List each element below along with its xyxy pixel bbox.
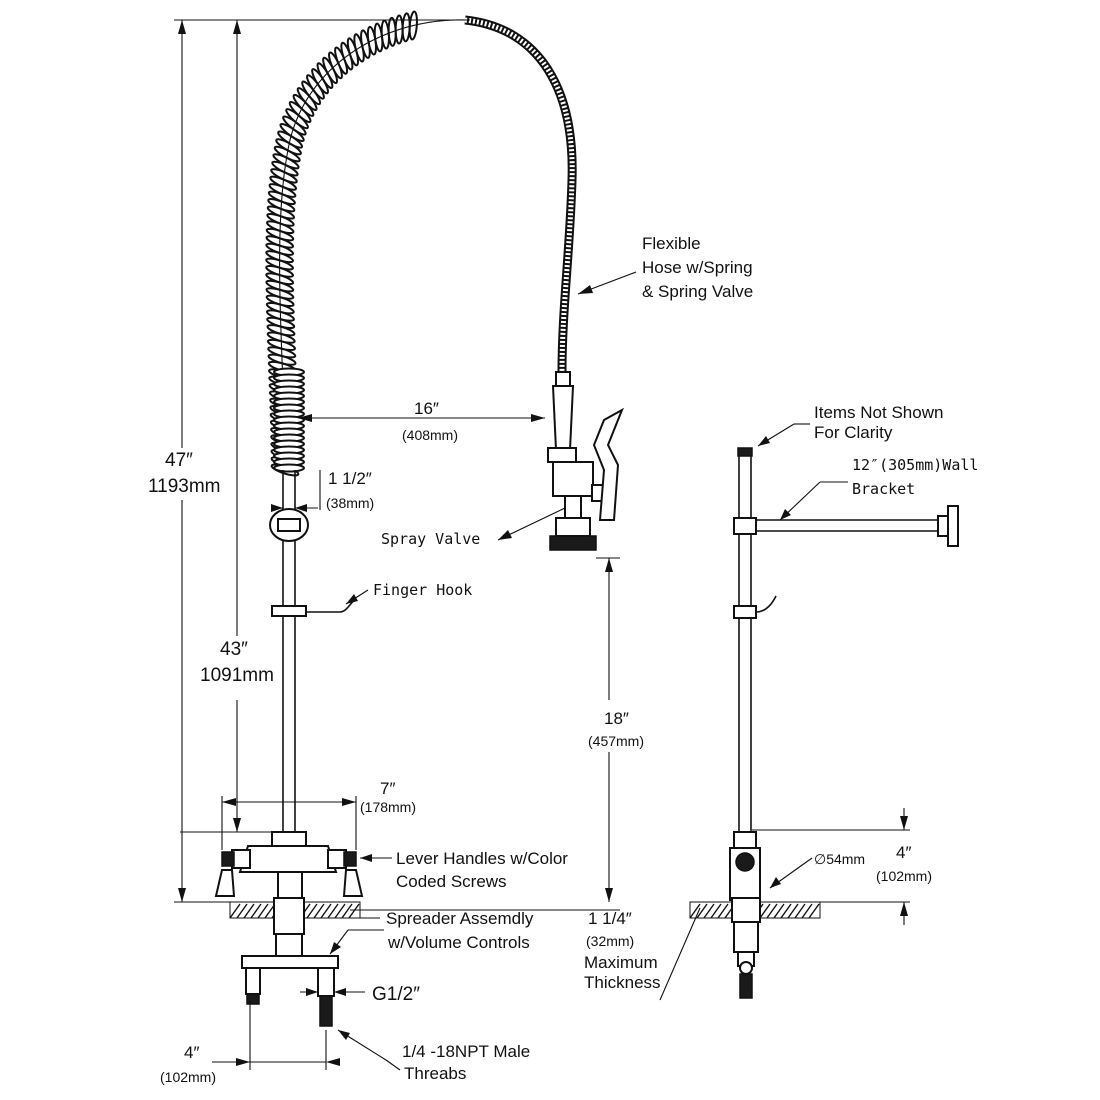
lever-label-1: Lever Handles w/Color	[396, 849, 568, 868]
valve-height-mm: (457mm)	[588, 733, 644, 749]
spreader-label-2: w/Volume Controls	[387, 933, 530, 952]
spray-valve-label: Spray Valve	[381, 530, 480, 548]
spring-wrap	[273, 463, 305, 473]
body-height-in: 4″	[896, 843, 911, 862]
side-wall-bracket	[756, 505, 959, 547]
arrowheads	[178, 20, 908, 1066]
lever-label-2: Coded Screws	[396, 872, 507, 891]
not-shown-label-1: Items Not Shown	[814, 403, 943, 422]
reach-in: 16″	[414, 399, 439, 418]
hatch-line	[773, 903, 785, 919]
leader-arrows	[330, 285, 791, 1040]
not-shown-label-2: For Clarity	[814, 423, 893, 442]
riser-height-in: 43″	[220, 639, 248, 660]
riser-dia-mm: (38mm)	[326, 495, 374, 511]
body-height-mm: (102mm)	[876, 868, 932, 884]
hatch-line	[348, 903, 360, 919]
hose-label-1: Flexible	[642, 234, 701, 253]
spread-in: 7″	[380, 779, 395, 798]
hatch-line	[801, 903, 813, 919]
inlet-label: G1/2″	[372, 984, 420, 1005]
finger-hook	[271, 597, 357, 617]
hatch-line	[320, 903, 332, 919]
threads-label-2: Threabs	[404, 1064, 466, 1083]
total-height-mm: 1193mm	[148, 476, 221, 497]
hatch-line	[306, 903, 318, 919]
hatch-line	[327, 903, 339, 919]
hatch-line	[229, 903, 241, 919]
side-riser	[733, 447, 777, 832]
dimension-lines	[174, 19, 910, 1070]
hatch-line	[703, 903, 715, 919]
hatch-line	[257, 903, 269, 919]
hose-label-3: & Spring Valve	[642, 282, 753, 301]
hatch-line	[689, 903, 701, 919]
inlet-spacing-in: 4″	[184, 1043, 199, 1062]
hatch-line	[243, 903, 255, 919]
coil-turn	[408, 10, 418, 41]
thickness-in: 1 1/4″	[588, 909, 632, 928]
faucet-body	[214, 831, 364, 899]
side-body	[689, 831, 821, 999]
wall-bracket-label-2: Bracket	[852, 480, 915, 498]
hatch-line	[313, 903, 325, 919]
reach-mm: (408mm)	[402, 427, 458, 443]
thickness-mm: (32mm)	[586, 933, 634, 949]
hatch-line	[787, 903, 799, 919]
hatch-line	[780, 903, 792, 919]
lower-spring	[273, 367, 305, 473]
riser-dia-in: 1 1/2″	[328, 469, 372, 488]
hatch-line	[334, 903, 346, 919]
thickness-label-1: Maximum	[584, 953, 658, 972]
wall-bracket-label-1: 12″(305mm)Wall	[852, 456, 978, 474]
riser-pipe	[269, 470, 309, 835]
finger-hook-label: Finger Hook	[373, 581, 472, 599]
hatch-line	[710, 903, 722, 919]
riser-height-mm: 1091mm	[200, 665, 274, 686]
spreader-assembly	[241, 897, 339, 1027]
spread-mm: (178mm)	[360, 799, 416, 815]
hatch-line	[808, 903, 820, 919]
threads-label-1: 1/4 -18NPT Male	[402, 1042, 530, 1061]
spreader-label-1: Spreader Assemdly	[386, 909, 534, 928]
hatch-line	[794, 903, 806, 919]
hatch-line	[341, 903, 353, 919]
hatch-line	[766, 903, 778, 919]
hose-label-2: Hose w/Spring	[642, 258, 753, 277]
thickness-label-2: Thickness	[584, 973, 661, 992]
hatch-line	[236, 903, 248, 919]
hatch-line	[717, 903, 729, 919]
spray-valve	[547, 371, 624, 551]
flexible-hose	[464, 15, 577, 373]
hatch-line	[696, 903, 708, 919]
hatch-line	[759, 903, 771, 919]
valve-height-in: 18″	[604, 709, 629, 728]
hatch-line	[250, 903, 262, 919]
inlet-spacing-mm: (102mm)	[160, 1069, 216, 1085]
body-diameter-label: ∅54mm	[814, 851, 865, 867]
total-height-in: 47″	[165, 450, 193, 471]
